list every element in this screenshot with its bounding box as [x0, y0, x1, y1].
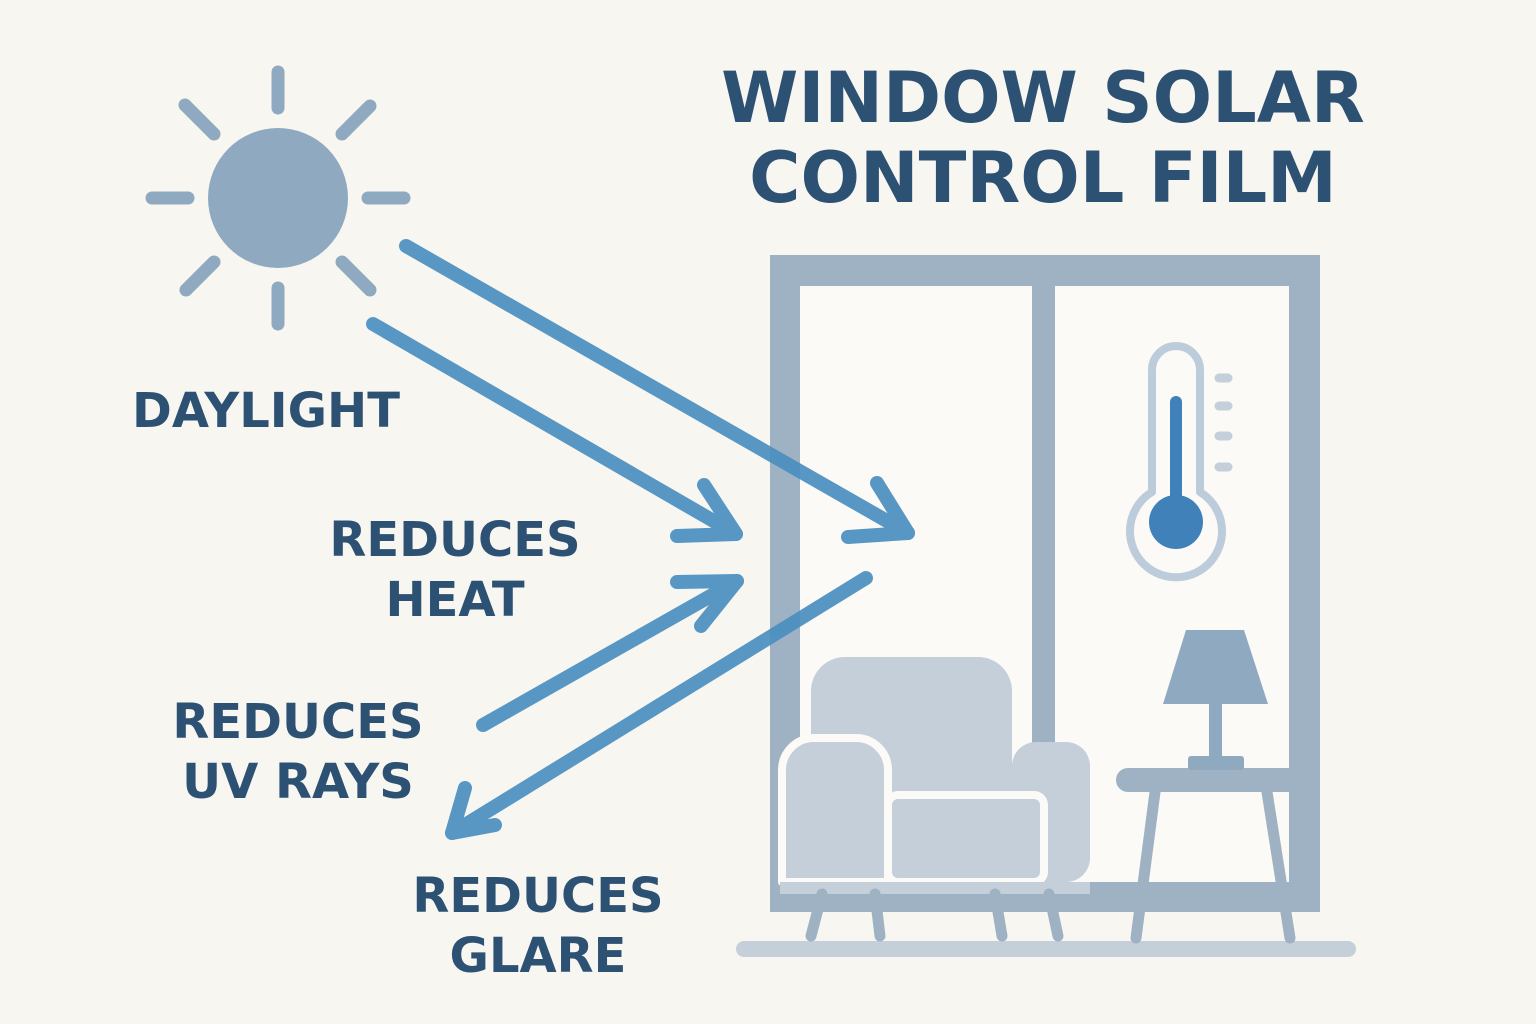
daylight-label: DAYLIGHT [132, 383, 400, 439]
title-line-1: WINDOW SOLAR [721, 57, 1365, 139]
armchair-icon [778, 657, 1090, 942]
window-pane-right [1055, 286, 1289, 882]
arrows [366, 239, 915, 840]
glare-label-line-1: REDUCES [412, 868, 663, 924]
title-line-2: CONTROL FILM [749, 137, 1337, 219]
thermometer-icon [1126, 342, 1233, 582]
window-frame [770, 255, 1320, 912]
sun-icon [145, 65, 411, 331]
side-table-icon [1116, 768, 1306, 944]
uv-label-line-1: REDUCES [172, 694, 423, 750]
reduces-uv-arrow [476, 574, 744, 732]
table-lamp-icon [1163, 630, 1268, 770]
floor-line [736, 941, 1356, 957]
daylight-arrow-1 [399, 239, 915, 544]
glare-label-line-2: GLARE [450, 928, 627, 984]
daylight-arrow-2 [366, 317, 743, 543]
reduces-glare-arrow [445, 571, 873, 840]
heat-label-line-2: HEAT [385, 572, 524, 628]
uv-label-line-2: UV RAYS [182, 754, 414, 810]
heat-label-line-1: REDUCES [329, 512, 580, 568]
